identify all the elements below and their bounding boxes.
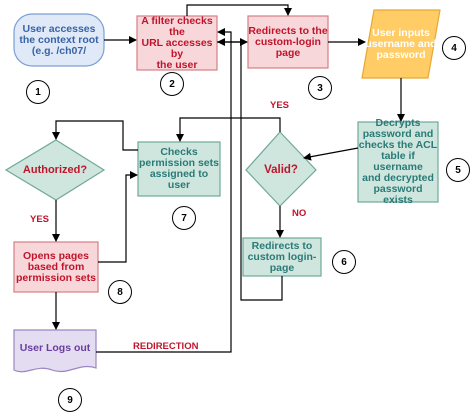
opens-pages-node-shape [13, 241, 99, 293]
filter-node-label: A filter checks the URL accesses by the … [141, 14, 213, 71]
step-badge-2: 2 [160, 72, 184, 96]
step-badge-1: 1 [26, 80, 50, 104]
arrow-checks-to-authorized [52, 120, 138, 151]
arrow-logout-redirection [96, 28, 232, 353]
edge-label-yes-valid: YES [270, 100, 290, 111]
step-badge-7: 7 [172, 206, 196, 230]
redirect-login-node-label: Redirects to the custom-login page [248, 24, 328, 59]
step-badge-9: 9 [58, 388, 82, 412]
user-inputs-node-label: User inputs username and password [365, 26, 437, 61]
valid-node-label: Valid? [264, 163, 298, 176]
arrow-redirect-to-filter [217, 38, 283, 301]
redirect-custom-node-label: Redirects to custom login-page [247, 239, 317, 274]
edge-label-yes-authorized: YES [30, 214, 50, 225]
step-badge-8: 8 [108, 280, 132, 304]
edge-label-no-valid: NO [292, 208, 307, 219]
decrypts-node-shape [357, 121, 439, 203]
edge-label-redirection: REDIRECTION [133, 341, 199, 352]
step-badge-3: 3 [308, 76, 332, 100]
user-inputs-node-shape [361, 9, 441, 79]
opens-pages-node-label: Opens pages based from permission sets [16, 249, 96, 284]
arrow-valid-yes-to-checks [176, 117, 281, 142]
step-badge-6: 6 [332, 250, 356, 274]
checks-permission-node-shape [137, 141, 221, 197]
logout-node-shape [13, 329, 97, 373]
logout-node-label: User Logs out [19, 341, 91, 354]
redirect-login-node-shape [247, 15, 329, 69]
authorized-node-label: Authorized? [22, 163, 88, 176]
step-badge-5: 5 [446, 158, 470, 182]
arrow-opens-to-checks [98, 171, 138, 263]
arrow-decrypts-to-valid [303, 147, 359, 161]
step-badge-4: 4 [442, 36, 466, 60]
decrypts-node-label: Decrypts password and checks the ACL tab… [358, 117, 438, 206]
start-node-label: User accesses the context root (e.g. /ch… [19, 22, 99, 57]
filter-node-shape [136, 15, 218, 71]
checks-permission-node-label: Checks permission sets assigned to user [139, 146, 219, 191]
arrow-top-loop [186, 4, 292, 16]
redirect-custom-node-shape [242, 237, 322, 277]
